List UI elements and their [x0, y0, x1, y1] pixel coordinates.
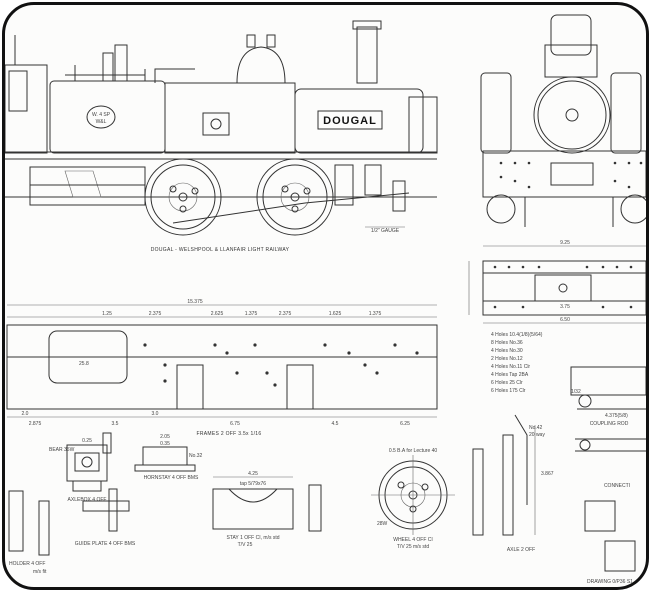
axle-dim-0: No.42 — [529, 425, 543, 431]
axle-caption: AXLE 2 OFF — [507, 547, 535, 553]
frame-dim-top-3: 1.375 — [245, 311, 258, 317]
loco-caption: DOUGAL - WELSHPOOL & LLANFAIR LIGHT RAIL… — [151, 247, 290, 253]
stay-dim-1: tap 5/79x76 — [240, 481, 266, 487]
connecting-rod-part: CONNECTI DRAWING 0/P36 S1. S1 — [575, 438, 646, 585]
hole-schedule: 4 Holes 10.4(1/8)(5/64) 8 Holes No.36 4 … — [491, 332, 543, 394]
hole-4: 4 Holes No.11 Clr — [491, 364, 530, 370]
gauge-label: 1/2" GAUGE — [371, 228, 400, 234]
frame-dim-bottom-3: 3.0 — [152, 411, 159, 417]
frame-dim-bottom-2: 3.5 — [112, 421, 119, 427]
frame-dim-top-6: 1.375 — [369, 311, 382, 317]
frame-dim-bottom-4: 6.75 — [230, 421, 240, 427]
holder-part: HOLDER 4 OFF m/s fit — [8, 490, 50, 575]
end-centre: 3.75 — [560, 304, 570, 310]
axlebox-dim: 0.25 — [82, 438, 92, 444]
tank-label-2: W&L — [96, 119, 107, 125]
axle-dim-2: 3.867 — [541, 471, 554, 477]
frame-dim-top-5: 1.625 — [329, 311, 342, 317]
hornstay-part: 2.05 0.35 No.32 HORNSTAY 4 OFF BMS — [134, 434, 203, 481]
frame-dim-top-2: 2.625 — [211, 311, 224, 317]
axlebox-part: BEAR 35W AXLEBOX 4 OFF 0.25 — [49, 432, 112, 503]
loco-front-view — [480, 14, 646, 227]
hole-6: 6 Holes 25 Clr — [491, 380, 523, 386]
stay-part: 4.25 tap 5/79x76 STAY 1 OFF CI, m/s std … — [212, 471, 322, 548]
frames-drawing: 15.375 25.8 1.25 2.375 2.625 1.375 2.375… — [6, 299, 438, 437]
holder-note: m/s fit — [33, 569, 47, 575]
frame-dim-top-4: 2.375 — [279, 311, 292, 317]
frame-window-label: 25.8 — [79, 361, 89, 367]
bearing-label: BEAR 35W — [49, 447, 75, 453]
wheel-part: 0.5 B.A for Lecture 40 WHEEL 4 OFF CI T/… — [371, 448, 455, 550]
hole-1: 8 Holes No.36 — [491, 340, 523, 346]
coupling-dim-1: 4.375(5/8) — [605, 413, 628, 419]
frame-dim-top-1: 2.375 — [149, 311, 162, 317]
stay-dim-0: 4.25 — [248, 471, 258, 477]
frame-dim-top-0: 1.25 — [102, 311, 112, 317]
drawing-no: DRAWING 0/P36 S1. S1 — [587, 579, 642, 585]
wheel-dim-2: 28W — [377, 521, 388, 527]
hole-2: 4 Holes No.30 — [491, 348, 523, 354]
wheel-caption: WHEEL 4 OFF CI — [393, 537, 433, 543]
frame-dim-bottom-0: 2.0 — [22, 411, 29, 417]
frames-overall: 15.375 — [187, 299, 203, 305]
driving-wheel-front — [256, 158, 334, 236]
stay-dim-2: T/V 25 — [238, 542, 253, 548]
hornstay-dim-2: No.32 — [189, 453, 203, 459]
loco-side-elevation: DOUGAL W. 4 SP W&L — [5, 20, 438, 253]
engineering-drawing: DOUGAL W. 4 SP W&L — [5, 14, 646, 585]
frame-dim-bottom-7: 6.25 — [400, 421, 410, 427]
frame-dim-bottom-1: 2.875 — [29, 421, 42, 427]
frame-dim-bottom-6: 4.5 — [332, 421, 339, 427]
end-width-top: 9.25 — [560, 240, 570, 246]
tank-label-1: W. 4 SP — [92, 112, 111, 118]
hole-5: 4 Holes Tap 2BA — [491, 372, 529, 378]
hole-0: 4 Holes 10.4(1/8)(5/64) — [491, 332, 543, 338]
axlebox-caption: AXLEBOX 4 OFF — [68, 497, 107, 503]
guide-plate-part: GUIDE PLATE 4 OFF BMS — [75, 488, 136, 547]
wheel-dim-0: 0.5 B.A for Lecture 40 — [389, 448, 438, 454]
hole-7: 6 Holes 175 Clr — [491, 388, 526, 394]
coupling-rod-part: COUPLING ROD 1/32 4.375(5/8) — [570, 366, 646, 427]
connecting-caption: CONNECTI — [604, 483, 630, 489]
wheel-dim-1: T/V 25 m/s std — [397, 544, 429, 550]
stay-caption: STAY 1 OFF CI, m/s std — [226, 535, 279, 541]
axle-dim-1: 20 way — [529, 432, 545, 438]
hole-3: 2 Holes No.12 — [491, 356, 523, 362]
guide-plate-caption: GUIDE PLATE 4 OFF BMS — [75, 541, 136, 547]
coupling-dim-0: 1/32 — [571, 389, 581, 395]
hornstay-dim-1: 0.35 — [160, 441, 170, 447]
axle-part: No.42 20 way 3.867 AXLE 2 OFF — [472, 414, 554, 553]
frames-caption: FRAMES 2 OFF 3.5x 1/16 — [197, 431, 262, 437]
end-width-bottom: 6.50 — [560, 317, 570, 323]
nameplate-text: DOUGAL — [323, 115, 377, 127]
holder-caption: HOLDER 4 OFF — [9, 561, 45, 567]
hornstay-dim-0: 2.05 — [160, 434, 170, 440]
hornstay-caption: HORNSTAY 4 OFF BMS — [144, 475, 199, 481]
end-view-dimensions: 9.25 6.50 3.75 4 Holes 10.4(1/8)(5/64) 8… — [468, 240, 646, 394]
coupling-rod-caption: COUPLING ROD — [590, 421, 629, 427]
